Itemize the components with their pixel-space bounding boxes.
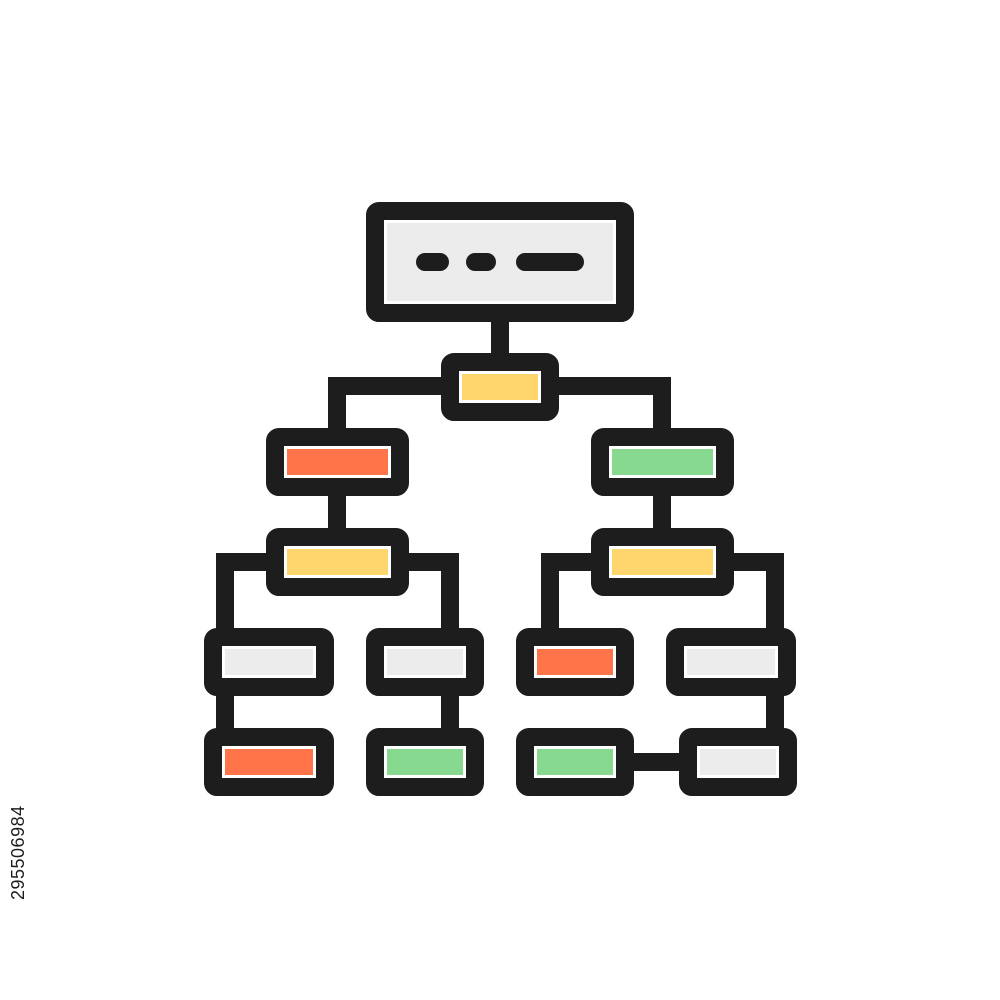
node-fill [225,749,313,775]
stock-image-id: 295506984 [8,805,28,900]
node-fill [462,374,538,400]
connector-line [541,553,600,637]
right-branch-node [591,428,734,496]
node-fill [612,549,713,575]
right-bottom-1 [516,728,634,796]
connector-line [550,377,671,437]
root-node [366,202,634,322]
left-leaf-1 [204,628,334,696]
connector-line [400,553,459,637]
node-fill [225,649,313,675]
left-hub-node [266,528,409,596]
hub-node [441,353,559,421]
diagram-nodes [204,202,797,796]
right-leaf-2 [666,628,796,696]
node-fill [387,749,463,775]
node-fill [287,549,388,575]
left-leaf-2 [366,628,484,696]
node-fill [700,749,776,775]
node-fill [612,449,713,475]
node-fill [387,649,463,675]
connector-line [328,377,450,437]
node-fill [537,649,613,675]
right-hub-node [591,528,734,596]
connector-line [216,553,275,637]
node-fill [687,649,775,675]
left-branch-node [266,428,409,496]
node-fill [287,449,388,475]
connector-line [725,553,784,637]
left-bottom-2 [366,728,484,796]
right-bottom-2 [679,728,797,796]
node-fill [537,749,613,775]
left-bottom-1 [204,728,334,796]
right-leaf-1 [516,628,634,696]
